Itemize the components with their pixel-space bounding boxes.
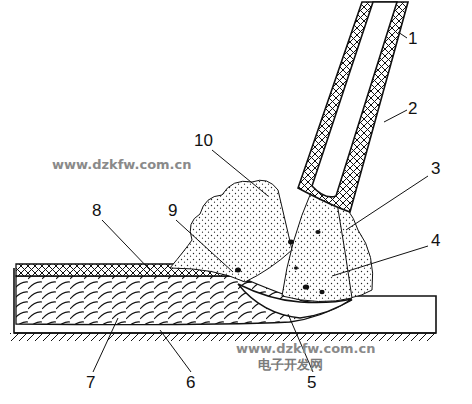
watermark: www.dzkfw.com.cn (52, 158, 192, 171)
gas-shield (170, 180, 292, 282)
electrode-coating (298, 2, 408, 212)
watermark: www.dzkfw.com.cn (236, 342, 376, 355)
callout-number: 5 (307, 374, 316, 391)
electrode-core (312, 2, 397, 197)
callout-number: 10 (194, 132, 213, 149)
callout-number: 4 (431, 232, 440, 249)
callout-number: 2 (408, 100, 417, 117)
callout-number: 8 (92, 202, 101, 219)
callout-number: 3 (431, 160, 440, 177)
callout-number: 1 (408, 30, 417, 47)
plate-bottom (14, 332, 436, 334)
callout-number: 6 (186, 374, 195, 391)
callout-number: 9 (168, 202, 177, 219)
metal-droplets (235, 230, 325, 294)
callout-number: 7 (86, 374, 95, 391)
watermark: 电子开发网 (258, 358, 323, 371)
leader-lines (93, 32, 428, 372)
molten-pool (238, 284, 352, 318)
ground-hatch (10, 333, 435, 341)
